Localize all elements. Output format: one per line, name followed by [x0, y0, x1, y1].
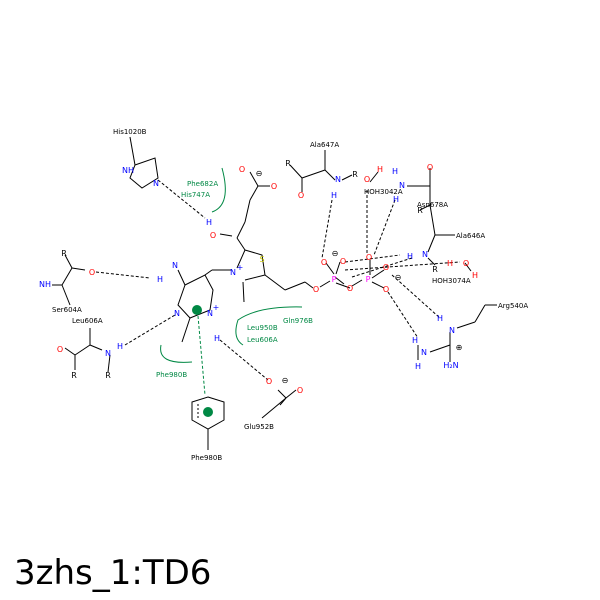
- atom-n-plus-pyrimidine: N: [207, 309, 213, 318]
- label-asn678a: Asn678A: [417, 201, 448, 209]
- atom-n-amino: N: [172, 261, 178, 270]
- atom-r-asn678a: R: [417, 206, 423, 215]
- atom-labels: N H N N + H N + N NH NH N H N H H N H N …: [39, 159, 478, 395]
- atom-h-arg540a: H: [437, 314, 443, 323]
- atom-h-hoh3042a: H: [377, 165, 383, 174]
- ligand-bonds: [52, 136, 497, 450]
- hydrophobic-contacts: [160, 167, 303, 363]
- atom-n-ala646a: N: [422, 250, 428, 259]
- atom-o-leu606a: O: [57, 345, 63, 354]
- phe682a-arc: [211, 167, 226, 213]
- label-phe682a: Phe682A: [187, 180, 218, 188]
- atom-o-ester: O: [313, 285, 319, 294]
- atom-h-asn678a: H: [392, 167, 398, 176]
- label-hoh3074a: HOH3074A: [432, 277, 471, 285]
- charge-minus-glu952b: ⊖: [282, 376, 289, 385]
- atom-h1-hoh3074a: H: [447, 259, 453, 268]
- atom-n-thiazolium: N: [230, 268, 236, 277]
- charge-plus-arg: ⊕: [456, 343, 463, 352]
- atom-h2-asn678a: H: [393, 195, 399, 204]
- atom-s-thiazolium: S: [259, 255, 264, 264]
- atom-o-p1-a: O: [321, 258, 327, 267]
- atom-o-asn678a: O: [427, 163, 433, 172]
- atom-h-ala646a: H: [407, 252, 413, 261]
- diagram-title: 3zhs_1:TD6: [14, 553, 211, 593]
- label-arg540a: Arg540A: [498, 302, 528, 310]
- label-hoh3042a: HOH3042A: [364, 188, 403, 196]
- thiazolium-ring-bonds: [236, 249, 266, 281]
- label-leu606a-top: Leu606A: [72, 317, 103, 325]
- atom-o-hoh3042a: O: [364, 175, 370, 184]
- label-ala647a: Ala647A: [310, 141, 339, 149]
- atom-n-pyrimidine: N: [174, 309, 180, 318]
- atom-o-p2-b: O: [383, 263, 389, 272]
- charge-plus-pyrimidine: +: [213, 303, 220, 312]
- atom-n-asn678a: N: [399, 181, 405, 190]
- atom-o-glu952b-1: O: [266, 377, 272, 386]
- atom-n-ala647a: N: [335, 175, 341, 184]
- atom-o-ser604a: O: [89, 268, 95, 277]
- atom-nh-imidazole: NH: [122, 166, 134, 175]
- charge-minus-p2: ⊖: [395, 273, 402, 282]
- atom-r-ala647a-1: R: [285, 159, 291, 168]
- atom-nh-ser604a: NH: [39, 280, 51, 289]
- atom-h-pyrimidine: H: [214, 334, 220, 343]
- atom-h-hydroxyl: H: [206, 218, 212, 227]
- label-phe980b-ring: Phe980B: [191, 454, 222, 462]
- label-phe980b-arc: Phe980B: [156, 371, 187, 379]
- atom-o-p2-a: O: [366, 253, 372, 262]
- atom-o-ala647a: O: [298, 191, 304, 200]
- atom-n-imidazole: N: [153, 179, 159, 188]
- atom-r-ser604a: R: [61, 249, 67, 258]
- atom-h-leu606a: H: [117, 342, 123, 351]
- atom-h-arg-nh2: H: [415, 362, 421, 371]
- atom-r-leu606a-1: R: [71, 371, 77, 380]
- atom-r-ala646a: R: [432, 265, 438, 274]
- atom-n-arg-nh: N: [421, 348, 427, 357]
- atom-n-arg540a: N: [449, 326, 455, 335]
- atom-p-beta: P: [366, 275, 371, 284]
- atom-o-hoh3074a: O: [463, 259, 469, 268]
- charge-minus-p1: ⊖: [332, 249, 339, 258]
- label-his747a: His747A: [181, 191, 210, 199]
- label-glu952b: Glu952B: [244, 423, 274, 431]
- atom-r-ala647a-2: R: [352, 170, 358, 179]
- atom-n-leu606a: N: [105, 349, 111, 358]
- residue-labels: His1020B Phe682A His747A Ala647A HOH3042…: [52, 128, 528, 462]
- label-gln976b: Gln976B: [283, 317, 313, 325]
- label-ala646a: Ala646A: [456, 232, 485, 240]
- atom-p-alpha: P: [332, 275, 337, 284]
- atom-h-amino: H: [157, 275, 163, 284]
- atom-o-bridge: O: [347, 284, 353, 293]
- label-leu950b: Leu950B: [247, 324, 278, 332]
- hydrogen-bonds: [95, 179, 461, 396]
- atom-o-hydroxyl: O: [210, 231, 216, 240]
- pi-center-phenyl: [203, 407, 213, 417]
- imidazole-ring-bonds: [129, 157, 159, 189]
- atom-r-leu606a-2: R: [105, 371, 111, 380]
- atom-o-carboxyl-1: O: [239, 165, 245, 174]
- label-leu606a-mid: Leu606A: [247, 336, 278, 344]
- atom-o-carboxyl-2: O: [271, 182, 277, 191]
- atom-h2-hoh3074a: H: [472, 271, 478, 280]
- atom-h-ala647a: H: [331, 191, 337, 200]
- atom-o-p1-b: O: [340, 257, 346, 266]
- label-ser604a: Ser604A: [52, 306, 82, 314]
- atom-h2n-arg: H₂N: [443, 361, 458, 370]
- pi-center-pyrimidine: [192, 305, 202, 315]
- charge-minus-carboxyl: ⊖: [256, 169, 263, 178]
- charge-plus-thiazolium: +: [237, 263, 244, 272]
- phe980b-arc: [160, 344, 193, 363]
- label-his1020b: His1020B: [113, 128, 147, 136]
- atom-o-glu952b-2: O: [297, 386, 303, 395]
- atom-h-arg-nh: H: [412, 336, 418, 345]
- atom-o-p2-c: O: [383, 285, 389, 294]
- gln976b-arc: [235, 306, 303, 346]
